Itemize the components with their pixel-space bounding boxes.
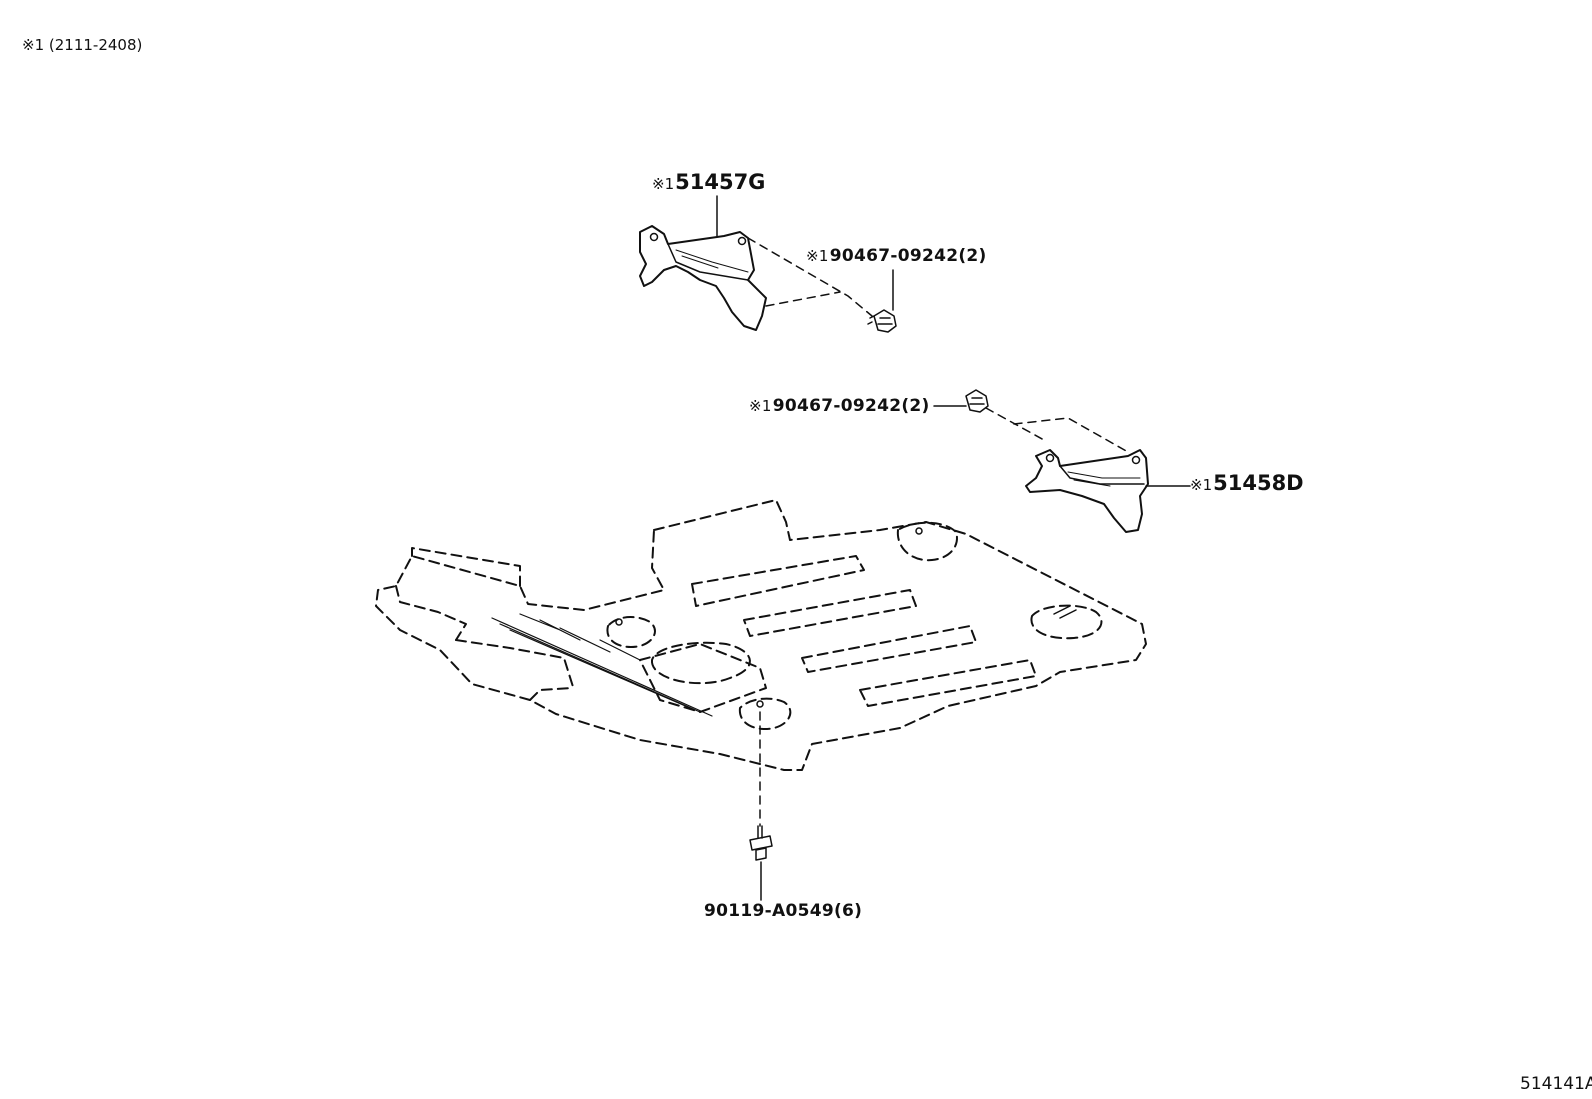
callout-mark: ※1 [1190,476,1213,494]
callout-51457g[interactable]: ※151457G [652,172,765,193]
part-number: 90467-09242(2) [829,246,987,266]
range-note: ※1 (2111-2408) [22,36,143,54]
bracket-51458d[interactable] [1025,449,1149,533]
dashed-guide-lower [985,407,1129,453]
callout-90119[interactable]: 90119-A0549(6) [704,903,862,920]
callout-mark: ※1 [749,397,772,415]
part-number: 51458D [1213,471,1304,495]
bolt-icon-upper[interactable] [867,309,897,333]
callout-mark: ※1 [652,175,675,193]
callout-90467-upper[interactable]: ※190467-09242(2) [806,248,987,265]
callout-90467-lower[interactable]: ※190467-09242(2) [749,398,930,415]
callout-51458d[interactable]: ※151458D [1190,473,1304,494]
bolt-icon-skid[interactable] [749,825,773,861]
part-number: 90119-A0549(6) [704,901,863,921]
bolt-icon-lower[interactable] [965,389,989,413]
callout-mark: ※1 [806,247,829,265]
dashed-guide-upper [747,237,873,317]
part-number: 51457G [675,170,766,194]
bracket-51457g[interactable] [639,225,767,331]
part-number: 90467-09242(2) [772,396,930,416]
skid-plate-hatching [491,527,1077,717]
skid-plate-phantom [375,499,1147,771]
diagram-id: 514141A [1520,1074,1592,1094]
